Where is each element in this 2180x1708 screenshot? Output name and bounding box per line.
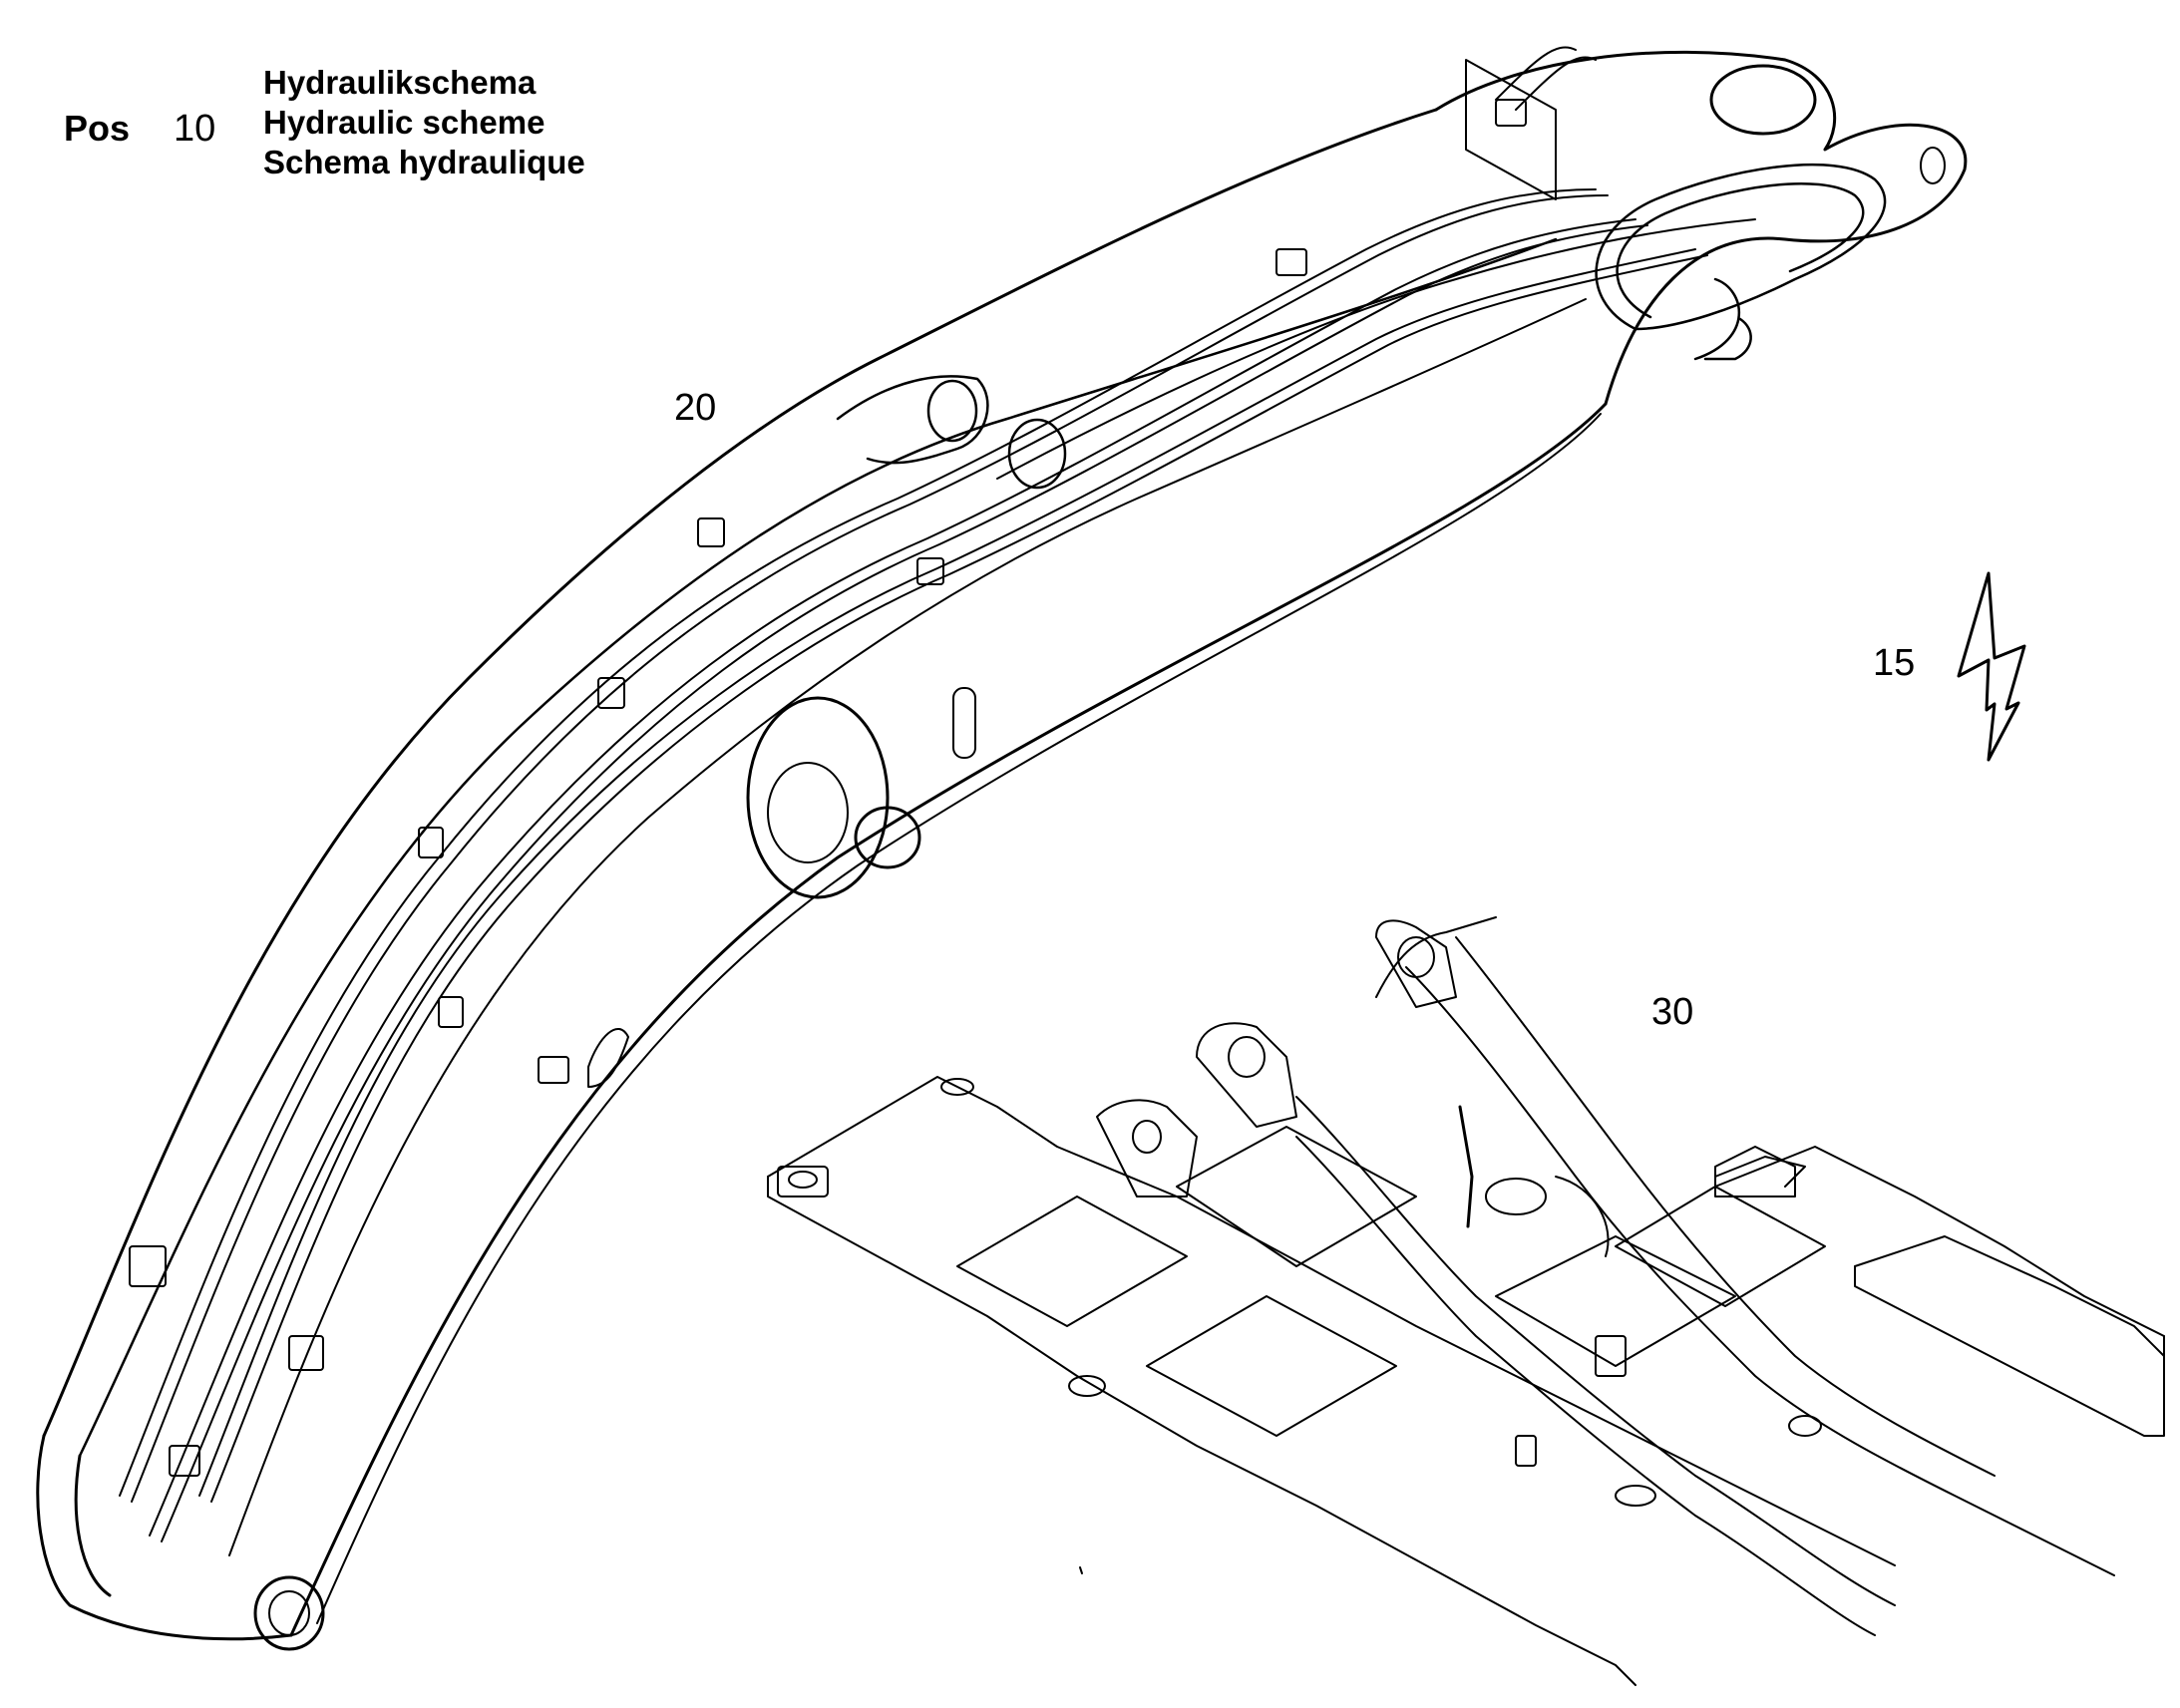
- side-hole: [1007, 418, 1067, 490]
- lug: [587, 1027, 629, 1088]
- title-block: Pos 10 Hydraulikschema Hydraulic scheme …: [64, 64, 682, 193]
- boom-foot-pin: [253, 1575, 325, 1651]
- callout-boom: 20: [674, 387, 717, 429]
- boom-side-plate-edge-2: [228, 298, 1587, 1556]
- frame-tower: [1375, 919, 1457, 1008]
- boom-foot-pin-inner: [268, 1590, 310, 1636]
- callout-electric: 15: [1873, 642, 1916, 684]
- cone-bracket-inner: [767, 762, 849, 863]
- frame-main-beam: [1295, 1096, 1896, 1606]
- title-french: Schema hydraulique: [263, 144, 585, 180]
- boom-nose-pin: [1709, 64, 1817, 136]
- pos-number: 10: [174, 108, 216, 150]
- stray-mark: [1079, 1566, 1083, 1574]
- slot-plate: [952, 687, 976, 759]
- title-english: Hydraulic scheme: [263, 104, 545, 141]
- cone-bracket: [746, 696, 890, 899]
- boom-top-edge: [42, 108, 1438, 1438]
- hose-loop: [1595, 163, 1887, 361]
- cone-bracket-pin: [854, 806, 921, 869]
- lightning-bolt-icon: [1957, 571, 2026, 762]
- hydraulic-lines: [119, 46, 1756, 1542]
- frame-left-rail: [767, 1076, 1896, 1566]
- hose-clamps: [129, 99, 1527, 1477]
- title-german: Hydraulikschema: [263, 64, 537, 101]
- cylinder-mount-pin: [926, 379, 978, 443]
- boom-nose: [1434, 50, 1968, 406]
- boom-side-plate-edge: [78, 237, 1558, 1458]
- boom-bottom-edge: [289, 402, 1608, 1637]
- boom-nose-pin-2: [1920, 147, 1946, 184]
- boom-foot: [36, 1434, 293, 1641]
- boom-bottom-edge-inner: [316, 413, 1602, 1624]
- callout-frame: 30: [1651, 991, 1694, 1033]
- cylinder-mount: [836, 375, 989, 465]
- frame-assembly: [767, 916, 2165, 1686]
- pos-label: Pos: [64, 108, 131, 149]
- boom-assembly: [36, 50, 1968, 1651]
